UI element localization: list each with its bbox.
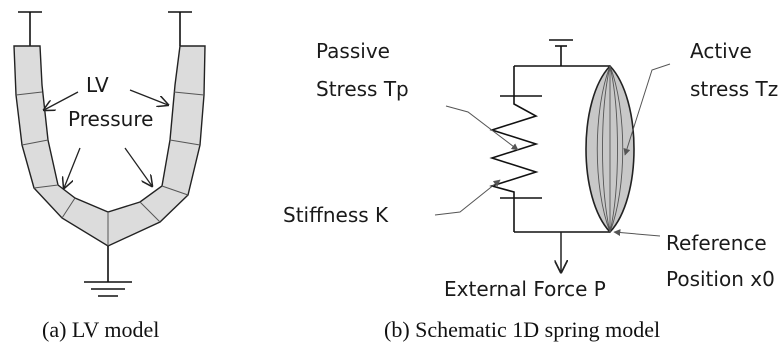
active-element <box>585 64 635 234</box>
leader-arrows <box>434 63 671 237</box>
frame-lines <box>500 65 610 233</box>
lv-label: LV <box>86 73 109 97</box>
ground-symbol-right <box>168 11 192 46</box>
mesh-lines <box>15 91 205 246</box>
stiffness-label: Stiffness K <box>283 203 389 227</box>
active-label-1: Active <box>690 39 752 63</box>
reference-label-1: Reference <box>666 231 767 255</box>
active-label-2: stress Tz <box>690 77 778 101</box>
caption-a: (a) LV model <box>42 317 159 342</box>
ventricle-wall <box>13 45 206 247</box>
spring-model: Passive Stress Tp Active stress Tz Stiff… <box>283 39 778 301</box>
pressure-arrows <box>44 89 168 188</box>
pressure-label: Pressure <box>68 107 153 131</box>
external-force-label: External Force P <box>444 277 606 301</box>
lv-model: LV Pressure <box>13 11 206 297</box>
passive-label-2: Stress Tp <box>316 77 409 101</box>
spring <box>489 96 539 198</box>
ground-symbol-top <box>549 39 573 66</box>
caption-b: (b) Schematic 1D spring model <box>384 317 660 342</box>
reference-label-2: Position x0 <box>666 267 775 291</box>
ground-symbol-bottom <box>84 246 132 297</box>
passive-label-1: Passive <box>316 39 390 63</box>
ground-symbol-left <box>18 11 42 46</box>
